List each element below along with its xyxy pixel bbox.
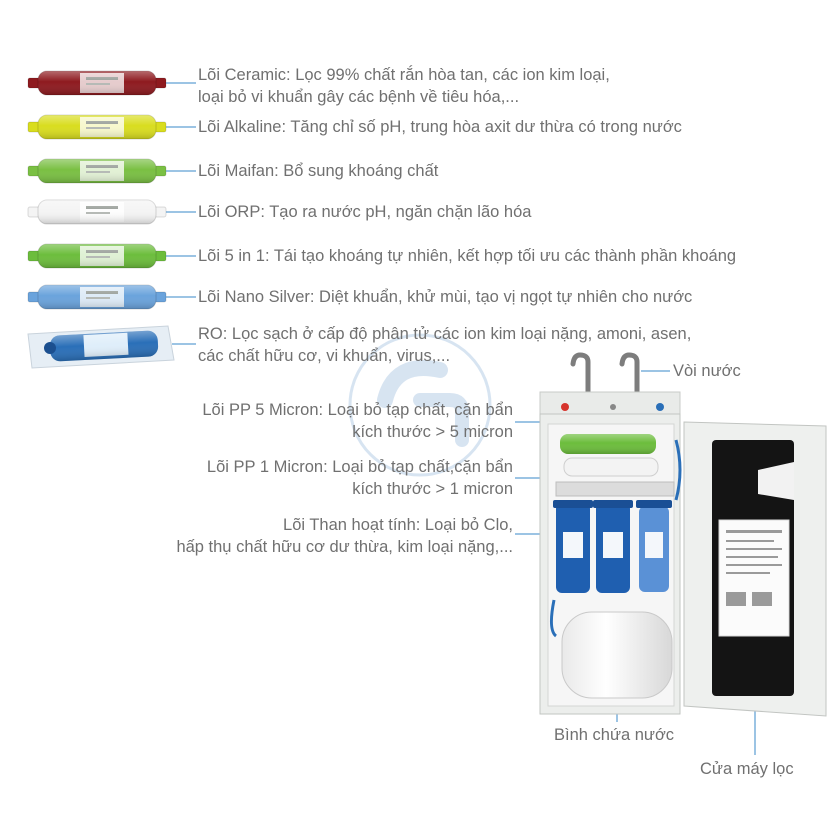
label-5in1-line1: Lõi 5 in 1: Tái tạo khoáng tự nhiên, kết… [198,247,737,265]
label-tank: Bình chứa nước [554,724,674,746]
cartridge-maifan [27,158,167,184]
label-ro-line2: các chất hữu cơ, vi khuẩn, virus,... [198,347,451,365]
label-5in1: Lõi 5 in 1: Tái tạo khoáng tự nhiên, kết… [198,245,736,267]
faucet-image [570,352,640,415]
label-maifan-line1: Lõi Maifan: Bổ sung khoáng chất [198,162,439,180]
cartridge-alkaline [27,114,167,140]
label-ceramic-line1: Lõi Ceramic: Lọc 99% chất rắn hòa tan, c… [198,66,610,84]
filter-housings [553,500,672,593]
label-alkaline: Lõi Alkaline: Tăng chỉ số pH, trung hòa … [198,116,682,138]
label-nano-silver-line1: Lõi Nano Silver: Diệt khuẩn, khử mùi, tạ… [198,288,693,306]
label-ceramic-line2: loại bỏ vi khuẩn gây các bệnh về tiêu hó… [198,88,520,106]
label-pp5: Lõi PP 5 Micron: Loại bỏ tạp chất, cặn b… [202,399,513,443]
water-tank-image [561,611,673,699]
label-orp-line1: Lõi ORP: Tạo ra nước pH, ngăn chặn lão h… [198,203,532,221]
label-pp5-line1: Lõi PP 5 Micron: Loại bỏ tạp chất, cặn b… [202,401,513,419]
label-carbon-line1: Lõi Than hoạt tính: Loại bỏ Clo, [283,516,513,534]
label-maifan: Lõi Maifan: Bổ sung khoáng chất [198,160,438,182]
label-door-text: Cửa máy lọc [700,760,794,778]
label-orp: Lõi ORP: Tạo ra nước pH, ngăn chặn lão h… [198,201,531,223]
cartridge-5in1 [27,243,167,269]
filter-cartridge-group [27,70,167,310]
label-door: Cửa máy lọc [700,758,794,780]
label-pp1-line2: kích thước > 1 micron [352,480,513,498]
cartridge-ceramic [27,70,167,96]
watermark-logo [348,333,492,477]
label-faucet-text: Vòi nước [673,362,741,380]
cartridge-orp [27,199,167,225]
label-nano-silver: Lõi Nano Silver: Diệt khuẩn, khử mùi, tạ… [198,286,692,308]
label-ro: RO: Lọc sạch ở cấp độ phân tử các ion ki… [198,323,691,367]
label-faucet: Vòi nước [673,360,741,382]
cabinet-door-image [683,421,827,717]
water-purifier-machine [539,352,827,717]
label-tank-text: Bình chứa nước [554,726,675,744]
ro-membrane-image [27,325,175,369]
label-carbon-line2: hấp thụ chất hữu cơ dư thừa, kim loại nặ… [176,538,513,556]
label-ro-line1: RO: Lọc sạch ở cấp độ phân tử các ion ki… [198,325,692,343]
label-ceramic: Lõi Ceramic: Lọc 99% chất rắn hòa tan, c… [198,64,610,108]
cartridge-nano-silver [27,284,167,310]
label-pp5-line2: kích thước > 5 micron [352,423,513,441]
label-pp1-line1: Lõi PP 1 Micron: Loại bỏ tạp chất,cặn bẩ… [206,458,513,476]
label-pp1: Lõi PP 1 Micron: Loại bỏ tạp chất,cặn bẩ… [207,456,513,500]
label-carbon: Lõi Than hoạt tính: Loại bỏ Clo, hấp thụ… [176,514,513,558]
label-alkaline-line1: Lõi Alkaline: Tăng chỉ số pH, trung hòa … [198,118,682,136]
